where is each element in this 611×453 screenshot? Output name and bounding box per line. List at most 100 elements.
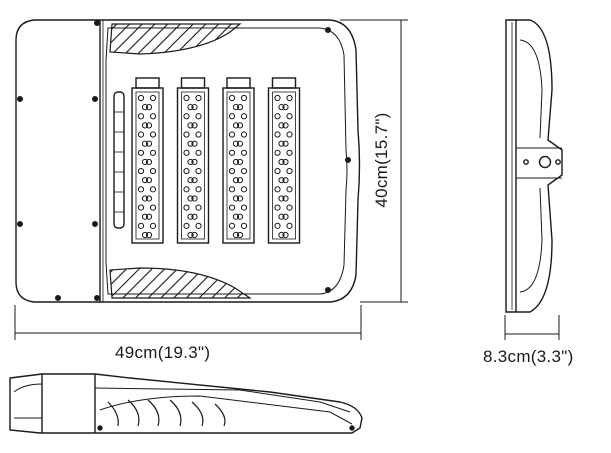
led-lens — [141, 158, 149, 166]
led-lens — [240, 149, 248, 156]
led-lens — [149, 186, 157, 193]
led-lens — [274, 222, 281, 229]
led-lens — [187, 177, 194, 184]
led-lens — [183, 149, 190, 156]
led-lens — [278, 195, 285, 202]
led-lens — [183, 113, 190, 120]
led-lens — [228, 222, 236, 229]
led-lens — [286, 131, 293, 138]
led-lens — [149, 113, 157, 120]
led-lens — [232, 213, 240, 220]
top-vent — [109, 23, 242, 55]
led-lens — [137, 113, 145, 120]
led-lens — [232, 104, 240, 111]
led-lens — [240, 204, 248, 211]
led-module — [267, 77, 301, 244]
led-lens — [228, 186, 236, 193]
led-lens — [183, 222, 190, 229]
led-lens — [232, 195, 240, 202]
led-module-body — [222, 87, 255, 244]
led-lens — [149, 167, 157, 175]
led-lens — [187, 104, 194, 111]
led-lens — [236, 104, 244, 111]
led-lens — [183, 167, 190, 175]
led-lens — [278, 177, 285, 184]
side-view — [505, 19, 563, 313]
led-lens — [195, 204, 202, 211]
led-lens — [187, 122, 194, 129]
led-lens — [141, 177, 149, 184]
led-lens — [187, 195, 194, 202]
led-lens — [274, 113, 281, 120]
led-lens — [195, 149, 202, 156]
led-lens — [195, 113, 202, 120]
led-lens — [236, 177, 244, 184]
led-lens — [195, 131, 202, 138]
led-lens — [145, 122, 153, 129]
bottom-vent — [109, 267, 252, 299]
led-lens — [282, 231, 289, 239]
led-lens — [282, 195, 289, 202]
led-lens — [274, 186, 281, 193]
led-lens — [240, 222, 248, 229]
led-lens — [191, 158, 198, 166]
led-lens — [149, 94, 157, 102]
led-lens — [274, 204, 281, 211]
led-lens — [149, 149, 157, 156]
led-lens — [286, 186, 293, 193]
led-lens — [278, 122, 285, 129]
led-lens — [191, 213, 198, 220]
led-lens — [232, 122, 240, 129]
led-lens — [240, 113, 248, 120]
led-lens — [137, 167, 145, 175]
led-lens — [282, 213, 289, 220]
led-module-cap — [135, 77, 160, 89]
led-lens — [187, 158, 194, 166]
led-lens — [183, 204, 190, 211]
led-lens — [191, 122, 198, 129]
led-lens — [187, 140, 194, 147]
led-lens — [195, 167, 202, 175]
led-lens — [141, 195, 149, 202]
depth-dimension-label: 8.3cm(3.3") — [483, 347, 574, 366]
led-lens — [145, 177, 153, 184]
led-lens — [145, 158, 153, 166]
led-module-cap — [226, 77, 251, 89]
led-module-body — [131, 87, 164, 244]
led-lens — [282, 104, 289, 111]
width-dimension-label: 49cm(19.3") — [115, 343, 211, 362]
led-lens — [278, 213, 285, 220]
led-lens — [145, 195, 153, 202]
led-lens — [137, 94, 145, 102]
led-lens — [141, 140, 149, 147]
led-lens — [141, 122, 149, 129]
led-module-body — [176, 87, 210, 244]
led-module — [222, 77, 255, 244]
led-lens — [191, 177, 198, 184]
led-lens — [191, 104, 198, 111]
led-lens — [191, 140, 198, 147]
led-module-cap — [180, 77, 206, 89]
led-lens — [149, 222, 157, 229]
led-lens — [282, 177, 289, 184]
led-lens — [286, 149, 293, 156]
led-lens — [228, 131, 236, 138]
led-lens — [149, 131, 157, 138]
led-lens — [195, 94, 202, 102]
led-lens — [282, 140, 289, 147]
led-lens — [141, 104, 149, 111]
led-modules — [131, 77, 301, 244]
led-lens — [137, 186, 145, 193]
led-lens — [232, 231, 240, 239]
profile-view — [9, 373, 363, 434]
led-module-cap — [271, 77, 297, 89]
led-lens — [274, 167, 281, 175]
led-lens — [274, 94, 281, 102]
led-lens — [145, 231, 153, 239]
led-lens — [286, 204, 293, 211]
led-module — [176, 77, 210, 244]
led-lens — [137, 149, 145, 156]
led-lens — [183, 94, 190, 102]
led-lens — [228, 94, 236, 102]
